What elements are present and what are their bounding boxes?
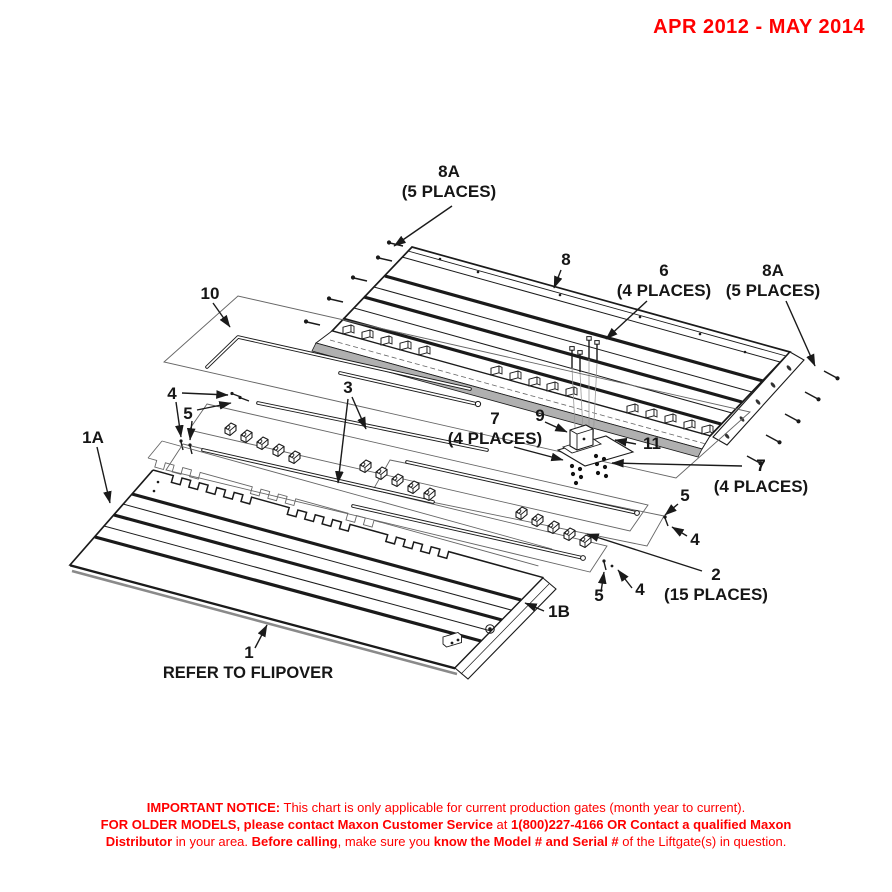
deck-rivets	[438, 257, 747, 354]
callout-2-places: (15 PLACES)	[664, 585, 768, 604]
middle-parts	[163, 295, 751, 573]
rod-7	[338, 371, 482, 408]
rod-10	[205, 335, 472, 391]
callout-1a: 1A	[82, 428, 104, 447]
leader-1	[254, 624, 268, 649]
callout-5-mid: 5	[680, 486, 689, 505]
front-edge	[71, 569, 458, 676]
callout-6-num: 6	[659, 261, 668, 280]
pins-4-5	[179, 391, 669, 571]
callout-7-right-num: 7	[756, 456, 765, 475]
channel-outline-3	[372, 459, 665, 547]
leader-10	[212, 302, 231, 328]
notice-line-3: Distributor in your area. Before calling…	[105, 834, 787, 849]
platform-side-panel	[712, 351, 805, 446]
leader-4-left-b	[175, 401, 184, 438]
callout-7-right-places: (4 PLACES)	[714, 477, 808, 496]
screw-dots-7	[569, 453, 609, 486]
serrated-edge	[152, 469, 544, 579]
leader-7-left	[513, 446, 564, 462]
callout-2-num: 2	[711, 565, 720, 584]
leader-2	[586, 533, 703, 572]
screws-8a-left	[303, 240, 404, 326]
leader-5-bot	[597, 571, 607, 593]
callout-9: 9	[535, 406, 544, 425]
callouts: 8A (5 PLACES) 8 6 (4 PLACES) 8A (5 PLACE…	[82, 162, 820, 682]
channel-outline-2	[165, 443, 608, 573]
leader-8	[553, 269, 563, 289]
leader-6	[605, 300, 648, 340]
leader-1a	[96, 446, 112, 504]
callout-8a-right-num: 8A	[762, 261, 784, 280]
leader-5-left-a	[196, 401, 232, 411]
callout-8a-top-num: 8A	[438, 162, 460, 181]
callout-11: 11	[643, 434, 661, 453]
callout-7-left-num: 7	[490, 409, 499, 428]
phantom-outline-10	[163, 295, 751, 479]
hinge-strip	[311, 324, 714, 458]
leader-4-bot	[617, 569, 633, 589]
important-notice: IMPORTANT NOTICE: This chart is only app…	[0, 799, 892, 850]
leader-9	[544, 421, 568, 433]
screws-8a-right	[746, 370, 840, 466]
callout-4-left: 4	[167, 384, 177, 403]
callout-8a-top-places: (5 PLACES)	[402, 182, 496, 201]
leader-8a-right	[785, 300, 816, 367]
bracket-9-plate-11	[556, 424, 635, 467]
leader-11	[614, 437, 637, 447]
callout-8a-right-places: (5 PLACES)	[726, 281, 820, 300]
phantom-serrated-strip	[147, 440, 553, 567]
callout-8: 8	[561, 250, 570, 269]
leader-3-b	[335, 398, 349, 484]
channel-outline-1	[188, 403, 649, 532]
leader-8a-top	[393, 205, 453, 247]
leader-4-left-a	[181, 390, 229, 399]
callout-3: 3	[343, 378, 352, 397]
rods-3	[201, 401, 640, 561]
callout-4-mid: 4	[690, 530, 700, 549]
callout-5-left: 5	[183, 404, 192, 423]
revision-date-range: APR 2012 - MAY 2014	[653, 16, 865, 38]
callout-6-places: (4 PLACES)	[617, 281, 711, 300]
leader-1b	[524, 602, 545, 612]
flipover-note: REFER TO FLIPOVER	[163, 664, 333, 682]
callout-7-left-places: (4 PLACES)	[448, 429, 542, 448]
leader-5-left-b	[186, 420, 196, 441]
upper-platform-drawing	[303, 240, 840, 466]
callout-5-bot: 5	[594, 586, 603, 605]
notice-line-1: IMPORTANT NOTICE: This chart is only app…	[146, 800, 746, 815]
leader-4-mid	[671, 526, 688, 537]
leader-3-a	[351, 396, 367, 430]
callout-1b: 1B	[548, 602, 570, 621]
leader-5-mid	[664, 503, 679, 516]
callout-1: 1	[244, 643, 253, 662]
notice-line-2: FOR OLDER MODELS, please contact Maxon C…	[100, 817, 792, 832]
leader-7-right	[611, 458, 743, 468]
screws-6	[569, 336, 600, 452]
callout-10: 10	[201, 284, 220, 303]
callout-4-bot: 4	[635, 580, 645, 599]
